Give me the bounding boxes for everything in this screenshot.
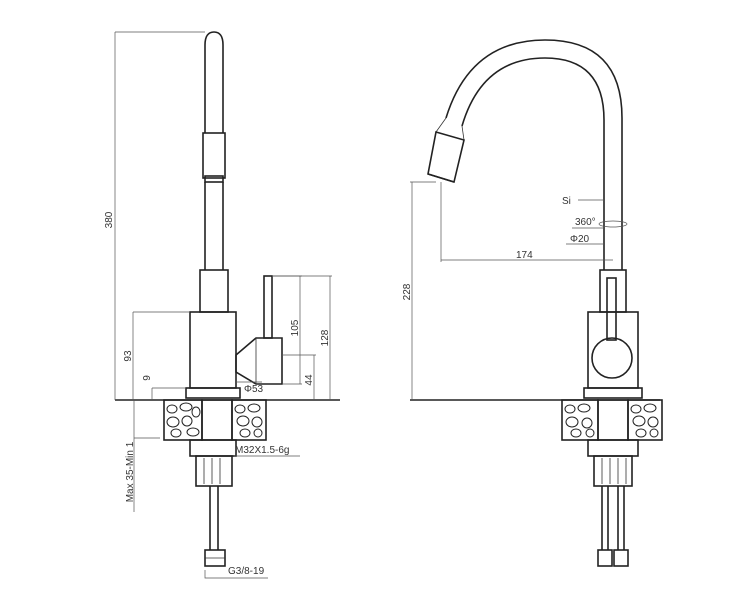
front-view: 228 174 Si 360° Φ20 — [402, 39, 663, 567]
dim-128: 128 — [320, 329, 331, 346]
front-base-plate — [583, 387, 643, 399]
side-handle — [235, 337, 283, 385]
side-stone-right — [231, 399, 267, 441]
dim-44: 44 — [304, 374, 315, 386]
dim-thread: M32X1.5-6g — [235, 445, 289, 456]
front-stone-left — [561, 399, 599, 441]
side-mount-nut — [189, 439, 237, 457]
front-spout-inner — [461, 57, 605, 270]
dim-228: 228 — [402, 283, 413, 300]
side-hose — [209, 486, 219, 550]
dim-hose-thread: G3/8-19 — [228, 566, 265, 577]
dim-dia-53: Φ53 — [244, 384, 264, 395]
front-mount-ring — [593, 455, 633, 487]
side-base-plate — [185, 387, 241, 399]
front-handle-lever — [606, 277, 617, 341]
front-hose-fitting-right — [613, 549, 629, 567]
front-shank — [597, 399, 629, 441]
side-faucet-body — [189, 311, 237, 389]
front-spout-collar — [599, 269, 627, 313]
front-stone-right — [627, 399, 663, 441]
front-spray-head — [427, 130, 465, 184]
front-spout-outer — [445, 39, 623, 270]
side-mount-ring — [195, 455, 233, 487]
front-hose-fitting-left — [597, 549, 613, 567]
dim-93: 93 — [123, 350, 134, 362]
dim-9: 9 — [142, 375, 153, 381]
dim-dia-20: Φ20 — [570, 234, 590, 245]
front-hose-right — [617, 486, 625, 550]
side-spout-collar — [199, 269, 229, 313]
front-mount-nut — [587, 439, 639, 457]
label-si: Si — [562, 196, 571, 207]
front-handle-disc — [591, 337, 633, 379]
side-handle-lever — [263, 275, 273, 339]
dim-174: 174 — [516, 250, 533, 261]
side-spout-lower — [204, 182, 224, 270]
front-hose-left — [601, 486, 609, 550]
side-stone-left — [163, 399, 203, 441]
side-spray-head — [202, 132, 226, 179]
side-view: 380 93 9 105 128 44 Φ53 M32X1.5-6g Max 3… — [104, 31, 340, 579]
side-spray-nozzle — [204, 175, 224, 183]
dim-rotation: 360° — [575, 217, 596, 228]
side-shank — [201, 399, 233, 441]
dim-105: 105 — [290, 319, 301, 336]
side-spout-tube — [204, 31, 224, 133]
dim-380: 380 — [104, 211, 115, 228]
dim-deck-thickness: Max 35-Min 1 — [125, 441, 136, 502]
